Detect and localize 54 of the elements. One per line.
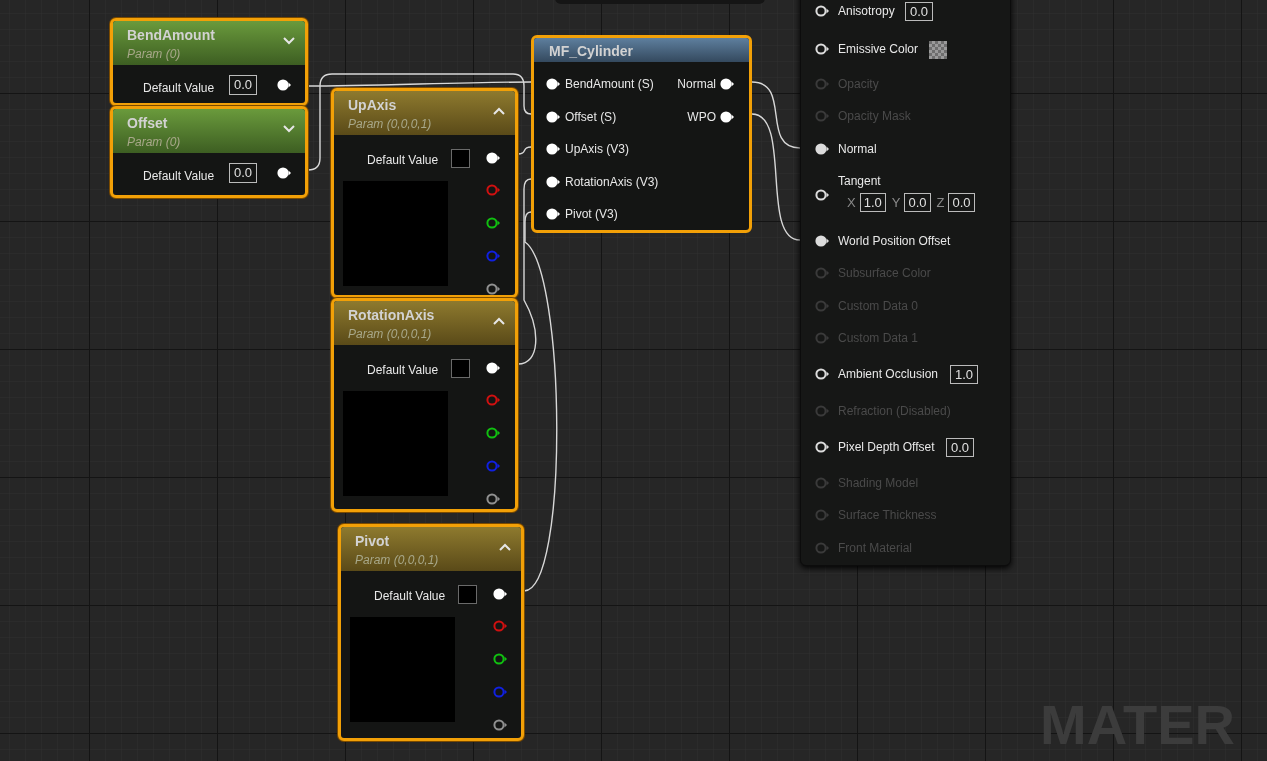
value-field: 1.0 <box>859 193 886 213</box>
property-label: Default Value <box>367 362 439 379</box>
input-label: RotationAxis (V3) <box>565 173 659 191</box>
wire <box>523 211 558 592</box>
parameter-node <box>110 18 308 106</box>
property-label: Default Value <box>374 588 446 605</box>
parameter-node <box>331 88 518 298</box>
parameter-node <box>338 524 524 741</box>
property-label: Default Value <box>143 80 215 97</box>
function-node <box>531 35 752 233</box>
input-label: Pivot (V3) <box>565 206 618 223</box>
value-field: 1.0 <box>950 365 979 384</box>
input-label: BendAmount (S) <box>565 76 654 93</box>
property-label: Default Value <box>143 168 215 185</box>
wire <box>517 178 537 365</box>
wire <box>517 146 532 155</box>
axis-label: X <box>847 194 856 212</box>
value-field: 0.0 <box>905 2 934 21</box>
value-field: 0.0 <box>904 193 931 213</box>
input-label: Pixel Depth Offset <box>838 440 935 454</box>
input-label: Emissive Color <box>838 42 918 56</box>
node-subtitle: Param (0) <box>127 46 181 63</box>
axis-label: Y <box>891 194 901 212</box>
input-label: Ambient Occlusion <box>838 367 939 381</box>
value-field: 0.0 <box>229 75 258 95</box>
node-title: BendAmount <box>127 26 215 45</box>
input-label: World Position Offset <box>838 234 951 248</box>
value-field: 0.0 <box>229 163 258 183</box>
wire <box>751 81 801 149</box>
axis-label: Z <box>936 194 945 212</box>
node-subtitle: Param (0) <box>127 134 181 151</box>
input-label: Anisotropy <box>838 4 895 18</box>
parameter-node <box>110 106 308 198</box>
node-subtitle: Param (0,0,0,1) <box>348 326 432 343</box>
node-title: Offset <box>127 114 168 133</box>
input-label: Normal <box>838 142 877 156</box>
value-field: 0.0 <box>948 193 975 213</box>
output-label: WPO <box>687 108 716 126</box>
output-label: Normal <box>677 76 716 93</box>
node-subtitle: Param (0,0,0,1) <box>348 116 432 133</box>
parameter-node <box>331 298 518 512</box>
material-output-panel <box>800 0 1011 566</box>
input-label: Tangent <box>838 174 881 188</box>
node-title: UpAxis <box>348 96 397 115</box>
node-subtitle: Param (0,0,0,1) <box>355 552 439 569</box>
node-title: Pivot <box>355 532 390 551</box>
input-label: UpAxis (V3) <box>565 141 629 158</box>
wire <box>751 113 801 241</box>
property-label: Default Value <box>367 152 439 169</box>
node-title: RotationAxis <box>348 306 435 325</box>
input-label: Offset (S) <box>565 108 617 126</box>
node-title: MF_Cylinder <box>549 42 633 61</box>
wire <box>307 81 532 87</box>
value-field: 0.0 <box>946 438 975 457</box>
